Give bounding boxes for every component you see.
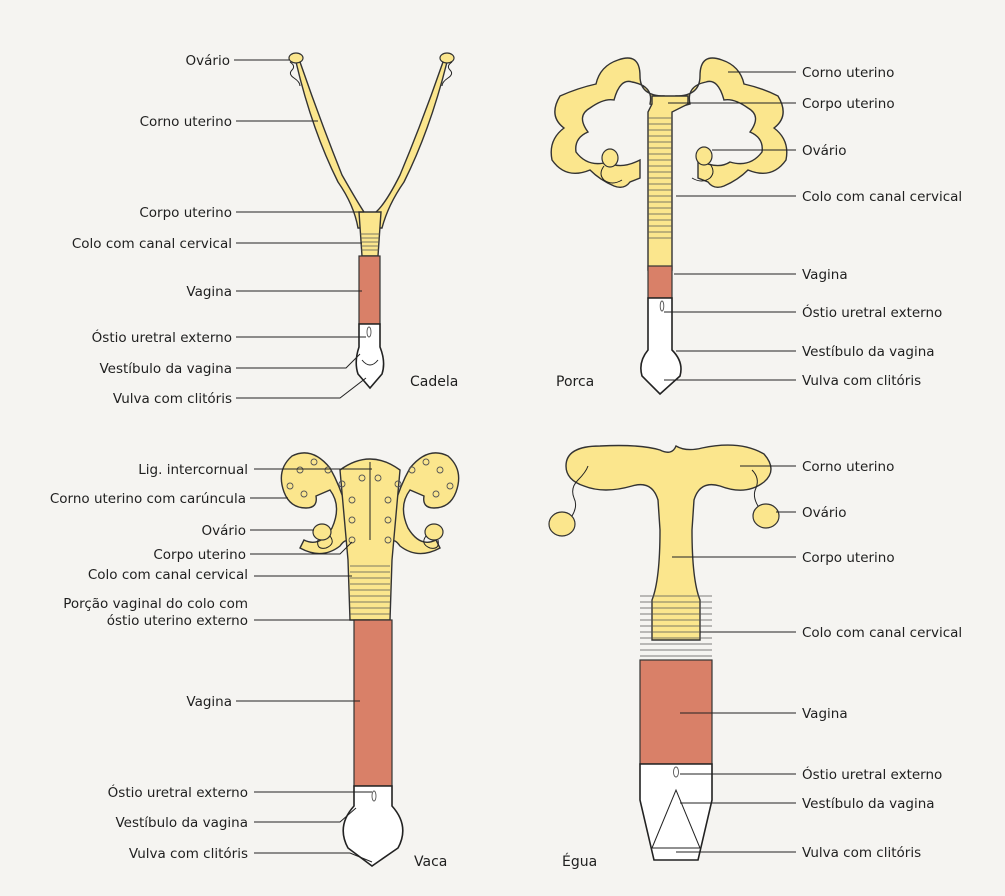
porca-title: Porca — [556, 374, 594, 390]
cadela-uterine-horn-left — [296, 62, 364, 228]
porca-label-vestibulo: Vestíbulo da vagina — [802, 344, 935, 360]
egua-vestibule — [640, 764, 712, 860]
egua-label-colo: Colo com canal cervical — [802, 625, 962, 641]
cadela-label-vulva: Vulva com clitóris — [113, 391, 232, 407]
porca-label-corno: Corno uterino — [802, 65, 894, 81]
porca-label-ovario: Ovário — [802, 143, 846, 159]
cadela-vagina — [359, 256, 380, 324]
panel-vaca: Lig. intercornual Corno uterino com carú… — [50, 453, 459, 870]
egua-label-vestibulo: Vestíbulo da vagina — [802, 796, 935, 812]
porca-label-vagina: Vagina — [802, 267, 848, 283]
porca-label-vulva: Vulva com clitóris — [802, 373, 921, 389]
porca-label-corpo: Corpo uterino — [802, 96, 895, 112]
egua-label-vagina: Vagina — [802, 706, 848, 722]
vaca-label-vulva: Vulva com clitóris — [129, 846, 248, 862]
vaca-label-ovario: Ovário — [202, 523, 246, 539]
cadela-uterine-horn-right — [376, 62, 447, 228]
vaca-label-porcao-line1: Porção vaginal do colo com — [63, 596, 248, 612]
cadela-vestibule — [356, 324, 383, 388]
egua-label-ovario: Ovário — [802, 505, 846, 521]
egua-label-corpo: Corpo uterino — [802, 550, 895, 566]
porca-label-ostio: Óstio uretral externo — [802, 303, 942, 321]
vaca-label-lig: Lig. intercornual — [138, 462, 248, 478]
panel-porca: Corno uterino Corpo uterino Ovário Colo … — [551, 58, 962, 394]
cadela-label-ovario: Ovário — [186, 53, 230, 69]
panel-egua: Corno uterino Ovário Corpo uterino Colo … — [549, 445, 962, 870]
cadela-label-vestibulo: Vestíbulo da vagina — [99, 361, 232, 377]
cadela-label-corno: Corno uterino — [140, 114, 232, 130]
vaca-label-vagina: Vagina — [186, 694, 232, 710]
vaca-label-porcao-line2: óstio uterino externo — [107, 613, 248, 629]
vaca-label-vestibulo: Vestíbulo da vagina — [115, 815, 248, 831]
egua-vagina — [640, 660, 712, 764]
porca-uterine-horns — [551, 58, 664, 187]
porca-cervix-stripes — [648, 118, 672, 238]
cadela-label-corpo: Corpo uterino — [139, 205, 232, 221]
vaca-label-colo: Colo com canal cervical — [88, 567, 248, 583]
vaca-label-corno: Corno uterino com carúncula — [50, 491, 246, 507]
vaca-label-corpo: Corpo uterino — [153, 547, 246, 563]
egua-label-ostio: Óstio uretral externo — [802, 765, 942, 783]
vaca-title: Vaca — [414, 854, 447, 870]
vaca-vagina — [354, 620, 392, 786]
egua-title: Égua — [562, 853, 597, 870]
egua-label-vulva: Vulva com clitóris — [802, 845, 921, 861]
porca-vagina — [648, 266, 672, 298]
cadela-label-ostio: Óstio uretral externo — [92, 328, 232, 346]
egua-uterine-horns-body — [566, 445, 771, 640]
cadela-label-colo: Colo com canal cervical — [72, 236, 232, 252]
cadela-leader-lines — [234, 60, 366, 398]
porca-uterine-body — [648, 96, 688, 270]
cadela-label-vagina: Vagina — [186, 284, 232, 300]
porca-label-colo: Colo com canal cervical — [802, 189, 962, 205]
egua-label-corno: Corno uterino — [802, 459, 894, 475]
panel-cadela: Ovário Corno uterino Corpo uterino Colo … — [72, 53, 458, 407]
cadela-title: Cadela — [410, 374, 458, 390]
porca-uterine-horns-right — [676, 58, 787, 187]
vaca-label-ostio: Óstio uretral externo — [108, 783, 248, 801]
